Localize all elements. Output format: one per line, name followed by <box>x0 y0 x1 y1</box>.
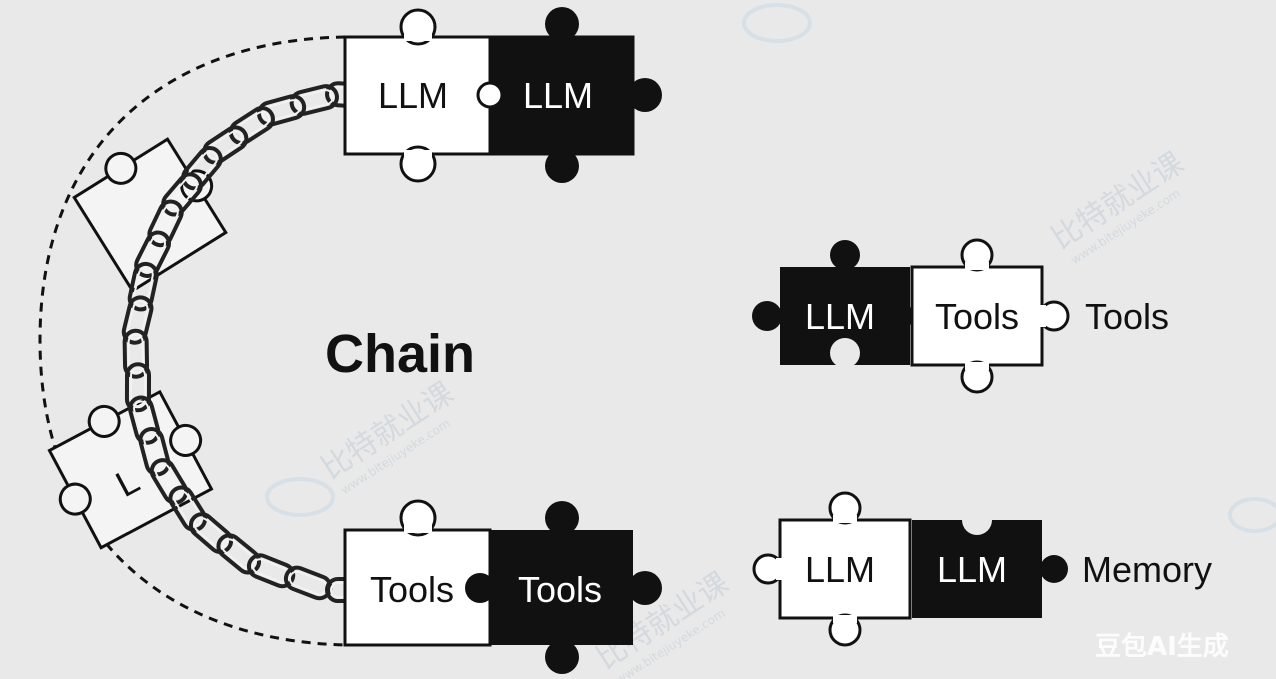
chain-link <box>181 145 223 191</box>
puzzle-label: Tools <box>518 569 602 610</box>
chain-link <box>121 295 154 345</box>
chain-link <box>149 458 189 505</box>
puzzle-piece-top-left: LLM <box>343 8 492 183</box>
dashed-arc <box>38 35 346 647</box>
chain-link-highlight <box>186 150 218 186</box>
pair-caption: Memory <box>1082 549 1212 590</box>
chain-link-highlight <box>166 177 198 212</box>
puzzle-label: LLM <box>805 549 875 590</box>
puzzle-piece-lower-left: LLM <box>752 491 912 647</box>
chain-link <box>202 125 249 165</box>
chain-link <box>216 533 262 575</box>
chain-link-highlight <box>261 99 302 122</box>
chain-link <box>168 485 208 532</box>
puzzle-label: Tools <box>935 296 1019 337</box>
chain-link <box>147 199 184 248</box>
chain-link-highlight <box>126 300 149 340</box>
chain-link <box>246 553 296 589</box>
chain-link-highlight <box>154 463 184 500</box>
chain-link-highlight <box>127 333 145 374</box>
chain-piece-lower: L <box>47 389 214 550</box>
chain-link-highlight <box>139 235 166 273</box>
chain-link-highlight <box>152 204 179 243</box>
chain-link <box>283 565 333 601</box>
puzzle-label: Tools <box>370 569 454 610</box>
puzzle-pair-lower: LLM LLM Memory <box>752 491 1212 647</box>
puzzle-piece-middle-left: LLM <box>752 240 933 368</box>
watermark-logo-icon <box>1228 497 1276 533</box>
puzzle-piece-bottom-right: Tools <box>465 501 662 674</box>
chain-link <box>138 427 171 477</box>
chain-link-highlight <box>251 558 291 584</box>
chain-link <box>122 328 150 379</box>
watermark-logo-icon <box>265 477 335 517</box>
diagram-title: Chain <box>325 324 475 384</box>
chain-link-highlight <box>233 111 270 141</box>
chain-link <box>128 395 161 445</box>
chain-link-highlight <box>129 367 147 408</box>
chain-link-highlight <box>294 89 334 111</box>
chain-link <box>228 106 275 146</box>
puzzle-label: LLM <box>937 549 1007 590</box>
chain-link <box>188 512 234 554</box>
puzzle-label: LLM <box>805 296 875 337</box>
chain-link-highlight <box>133 400 156 440</box>
puzzle-label: LLM <box>523 75 593 116</box>
puzzle-piece-middle-right: Tools <box>910 238 1070 394</box>
watermark-logo-icon <box>742 3 812 43</box>
puzzle-pair-top: LLM LLM <box>343 7 662 183</box>
chain-link-highlight <box>193 517 229 549</box>
ai-generated-badge: 豆包AI生成 <box>1095 631 1229 662</box>
puzzle-pair-bottom: Tools Tools <box>343 499 662 674</box>
chain-link-highlight <box>132 266 154 307</box>
chain-link <box>161 172 203 217</box>
chain-link <box>256 94 307 127</box>
chain-link-highlight <box>143 432 166 472</box>
puzzle-piece-top-right: LLM <box>476 7 662 183</box>
pair-caption: Tools <box>1085 296 1169 337</box>
chain-link <box>134 230 171 278</box>
puzzle-pair-middle: LLM Tools Tools <box>752 238 1169 394</box>
chain-link <box>127 261 159 312</box>
puzzle-piece-bottom-left: Tools <box>343 499 492 647</box>
chain-link <box>289 84 339 116</box>
chain-link-highlight <box>207 130 244 160</box>
puzzle-piece-lower-right: LLM <box>912 505 1068 618</box>
chain-link <box>124 362 152 413</box>
puzzle-label: LLM <box>378 75 448 116</box>
chain-link-highlight <box>173 490 203 527</box>
